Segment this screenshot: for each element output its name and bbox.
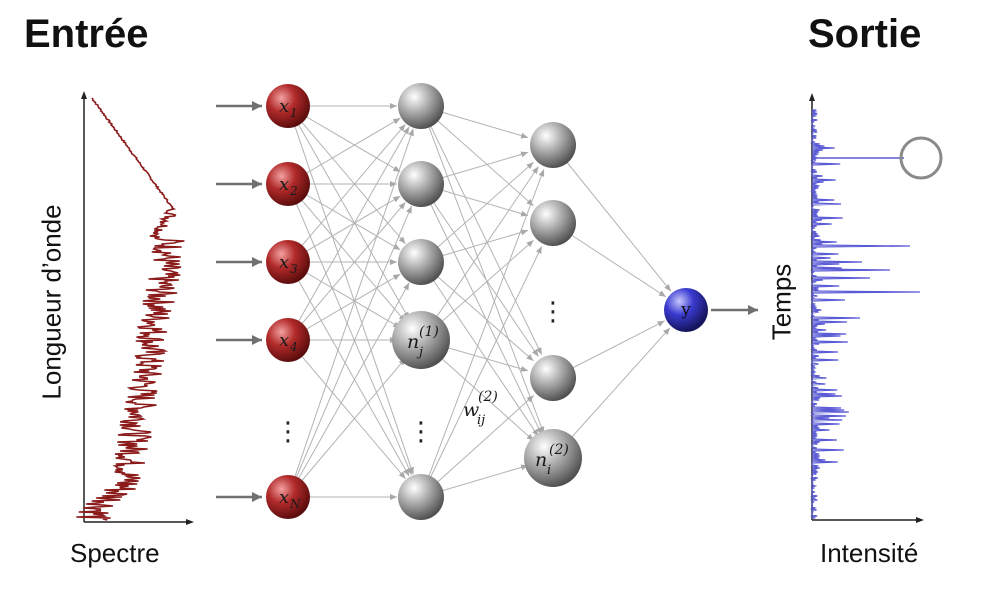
connection-edge (287, 339, 406, 480)
input-node-label: x (279, 96, 289, 117)
hidden1-node (398, 239, 444, 285)
svg-text:ij: ij (477, 413, 485, 428)
hidden2-node (530, 355, 576, 401)
connection-edge (420, 261, 539, 437)
input-node-label: x (279, 174, 289, 195)
hidden2-node-subscript: i (547, 463, 551, 478)
hidden1-node-circle (392, 311, 450, 369)
highlight-circle (899, 136, 943, 180)
input-node-circle (266, 240, 310, 284)
connection-edge (420, 169, 545, 498)
connection-edge (420, 161, 534, 263)
connection-edge (287, 357, 406, 498)
input-x-axis-label: Spectre (70, 538, 160, 568)
input-node-subscript: N (289, 497, 301, 511)
input-node-circle (266, 475, 310, 519)
input-node-label: x (279, 252, 289, 273)
hidden1-ellipsis: ⋮ (408, 417, 434, 447)
hidden2-node-circle (530, 200, 576, 246)
output-node-label: y (680, 300, 691, 320)
connection-edge (420, 105, 543, 355)
hidden1-node (398, 474, 444, 520)
hidden2-node (530, 200, 576, 246)
input-ellipsis: ⋮ (275, 417, 301, 447)
hidden2-node (530, 122, 576, 168)
connection-edge (420, 246, 543, 498)
input-node-circle (266, 84, 310, 128)
connection-edge (420, 105, 534, 207)
hidden2-node-label: n (535, 449, 547, 471)
network-connections (287, 103, 672, 500)
input-node-subscript: 3 (290, 262, 298, 276)
output-x-axis-label: Intensité (820, 538, 919, 568)
connection-edge (287, 128, 414, 498)
output-title: Sortie (808, 12, 922, 56)
connection-edge (287, 201, 406, 341)
input-node-circle (266, 318, 310, 362)
connection-edge (287, 105, 410, 320)
connection-edge (287, 183, 406, 323)
input-node-subscript: 1 (290, 106, 298, 120)
input-node-label: x (279, 330, 289, 351)
hidden1-node-circle (398, 83, 444, 129)
input-arrows (216, 101, 262, 502)
hidden1-node-superscript: (1) (419, 324, 439, 340)
connection-edge (287, 105, 414, 475)
connection-edge (287, 126, 410, 341)
hidden2-node-circle (530, 122, 576, 168)
hidden1-node (398, 83, 444, 129)
hidden1-node-circle (398, 239, 444, 285)
connection-edge (420, 183, 539, 357)
hidden2-node-superscript: (2) (549, 442, 569, 458)
connection-edge (420, 105, 545, 434)
input-spectrum-curve (76, 97, 185, 521)
hidden1-node (398, 161, 444, 207)
connection-edge (552, 327, 671, 459)
input-node-circle (266, 162, 310, 206)
output-node-circle (664, 288, 708, 332)
hidden2-node-circle (530, 355, 576, 401)
connection-edge (420, 395, 535, 498)
connection-edge (287, 261, 410, 477)
input-title: Entrée (24, 12, 149, 56)
input-node-label: x (279, 487, 289, 508)
input-node-subscript: 2 (289, 184, 298, 198)
svg-text:w: w (463, 399, 479, 421)
connection-edge (287, 205, 413, 498)
connection-edge (420, 183, 543, 435)
connection-edge (287, 183, 413, 476)
connection-edge (287, 105, 406, 245)
weight-label: w ij (2) (463, 389, 498, 428)
input-node-subscript: 4 (289, 340, 298, 354)
hidden1-node-subscript: j (416, 345, 423, 360)
hidden1-node-circle (398, 474, 444, 520)
connection-edge (420, 261, 534, 362)
connection-edge (287, 282, 410, 498)
connection-edge (287, 123, 406, 263)
hidden2-ellipsis: ⋮ (540, 297, 566, 327)
output-node: y (664, 288, 708, 332)
output-intensity-peaks (809, 109, 921, 520)
output-peaks-path (809, 109, 921, 520)
hidden1-node-circle (398, 161, 444, 207)
svg-text:(2): (2) (478, 389, 498, 405)
hidden2-node-circle (524, 429, 582, 487)
connection-edge (420, 166, 539, 341)
connection-edge (552, 144, 672, 292)
hidden1-node-label: n (407, 331, 419, 353)
